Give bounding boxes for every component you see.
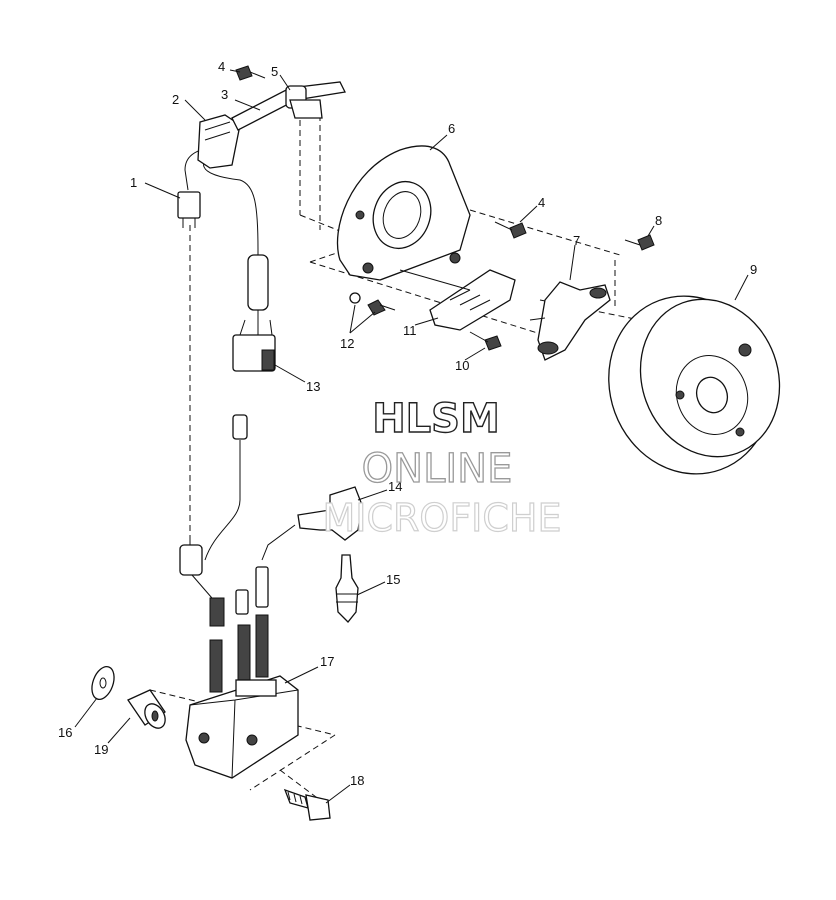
callout-11: 11: [403, 323, 417, 338]
stator-plate: [336, 145, 471, 281]
callout-4b: 4: [538, 195, 545, 210]
watermark-line-3: MICROFICHE: [322, 496, 561, 540]
callout-3: 3: [221, 87, 228, 102]
callout-7: 7: [573, 233, 580, 248]
pulser-coil: [349, 269, 516, 351]
callout-6: 6: [448, 121, 455, 136]
watermark-line-1: HLSM: [372, 396, 500, 442]
leader-lines: [74, 69, 749, 804]
callout-4: 4: [218, 59, 225, 74]
watermark-line-2: ONLINE: [362, 446, 513, 492]
callout-15: 15: [386, 572, 400, 587]
regulator-assembly: [197, 65, 346, 169]
ignition-coil: [185, 566, 299, 779]
ignition-lead: [179, 414, 363, 627]
callout-5: 5: [271, 64, 278, 79]
spark-plug: [335, 554, 359, 623]
flywheel: [608, 295, 781, 475]
callout-2: 2: [172, 92, 179, 107]
callout-16: 16: [58, 725, 72, 740]
callout-labels: 1 2 3 4 5 6 4 8 7 9 11 12 10 13 14 15 17…: [58, 59, 757, 788]
callout-9: 9: [750, 262, 757, 277]
callout-14: 14: [388, 479, 402, 494]
callout-13: 13: [306, 379, 320, 394]
callout-18: 18: [350, 773, 364, 788]
lighting-coil: [529, 281, 611, 361]
watermark: HLSM ONLINE MICROFICHE: [322, 395, 562, 540]
callout-19: 19: [94, 742, 108, 757]
callout-1: 1: [130, 175, 137, 190]
hardware: [91, 666, 331, 821]
screws-right: [494, 221, 655, 251]
callout-12: 12: [340, 336, 354, 351]
callout-17: 17: [320, 654, 334, 669]
callout-8: 8: [655, 213, 662, 228]
callout-10: 10: [455, 358, 469, 373]
wire-harness: [177, 139, 276, 372]
